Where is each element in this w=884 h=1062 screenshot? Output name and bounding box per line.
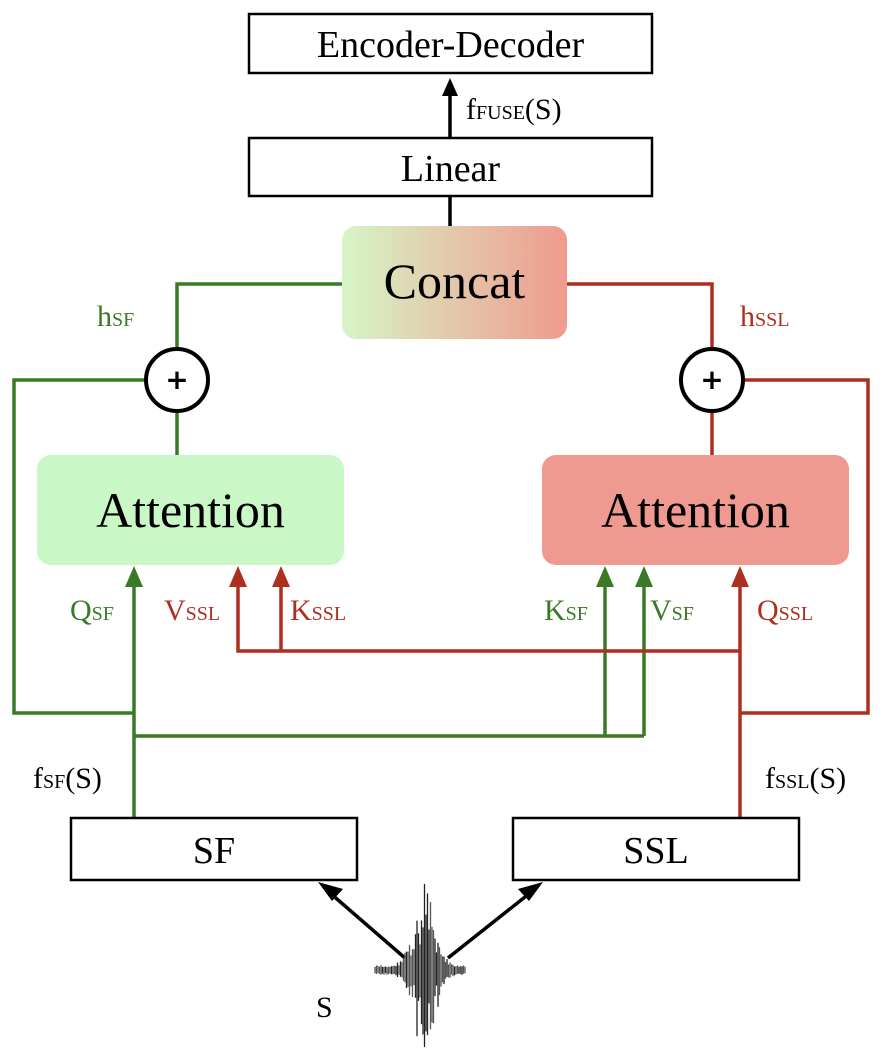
f-sf-tail: (S) xyxy=(65,762,102,795)
concat-label: Concat xyxy=(384,253,526,309)
h-sf-base: h xyxy=(97,300,112,333)
k-sf-arrowhead xyxy=(596,566,614,587)
attention-sf-block: Attention xyxy=(37,455,344,565)
k-ssl-label: KSSL xyxy=(290,594,346,627)
sf-label: SF xyxy=(193,830,235,872)
h-sf-sub: SF xyxy=(112,309,134,331)
f-fuse-tail: (S) xyxy=(525,93,562,126)
f-sf-base: f xyxy=(33,762,43,795)
sf-residual-line xyxy=(12,378,146,715)
v-ssl-arrowhead xyxy=(229,566,247,587)
f-ssl-base: f xyxy=(765,762,775,795)
connectors xyxy=(12,90,870,960)
k-ssl-sub: SSL xyxy=(312,603,346,625)
v-ssl-sub: SSL xyxy=(186,603,220,625)
k-sf-sub: SF xyxy=(566,603,588,625)
f-ssl-label: fSSL(S) xyxy=(765,762,846,795)
q-sf-base: Q xyxy=(70,594,92,627)
h-sf-label: hSF xyxy=(97,300,134,333)
linear-label: Linear xyxy=(401,148,501,190)
ssl-residual-line xyxy=(740,378,870,715)
ssl-label: SSL xyxy=(623,830,688,872)
q-ssl-label: QSSL xyxy=(757,594,813,627)
k-ssl-base: K xyxy=(290,594,312,627)
encoder-decoder-label: Encoder-Decoder xyxy=(317,24,585,66)
v-ssl-label: VSSL xyxy=(164,594,220,627)
add-ssl-node: + xyxy=(679,347,745,413)
q-ssl-sub: SSL xyxy=(779,603,813,625)
attention-ssl-label: Attention xyxy=(601,482,790,538)
h-ssl-base: h xyxy=(740,300,755,333)
f-ssl-tail: (S) xyxy=(809,762,846,795)
wave-to-ssl-arrow xyxy=(446,891,532,960)
ssl-to-left-bus xyxy=(236,580,740,653)
sf-block: SF xyxy=(69,816,359,882)
f-fuse-sub: FUSE xyxy=(476,102,525,124)
concat-block: Concat xyxy=(342,226,567,339)
f-ssl-sub: SSL xyxy=(775,771,809,793)
h-ssl-label: hSSL xyxy=(740,300,789,333)
fuse-arrowhead xyxy=(442,78,458,96)
k-ssl-arrowhead xyxy=(272,566,290,587)
f-sf-label: fSF(S) xyxy=(33,762,102,795)
k-sf-label: KSF xyxy=(544,594,588,627)
q-sf-sub: SF xyxy=(92,603,114,625)
concat-to-add-sf-line xyxy=(175,282,342,350)
v-ssl-base: V xyxy=(164,594,186,627)
add-sf-node: + xyxy=(144,347,210,413)
linear-block: Linear xyxy=(247,136,654,198)
q-sf-arrowhead xyxy=(125,566,143,587)
speech-waveform-icon xyxy=(374,883,466,1048)
q-ssl-arrowhead xyxy=(731,566,749,587)
add-sf-symbol: + xyxy=(165,363,188,396)
ssl-input-arrowhead xyxy=(518,882,543,901)
sf-input-arrowhead xyxy=(318,882,343,901)
arrowheads xyxy=(125,78,749,901)
f-fuse-base: f xyxy=(466,93,476,126)
encoder-decoder-block: Encoder-Decoder xyxy=(247,12,654,75)
attention-ssl-block: Attention xyxy=(542,455,849,565)
attention-sf-label: Attention xyxy=(96,482,285,538)
q-sf-label: QSF xyxy=(70,594,114,627)
speech-input-label: S xyxy=(316,991,333,1024)
v-sf-arrowhead xyxy=(635,566,653,587)
v-sf-sub: SF xyxy=(672,603,694,625)
wave-to-sf-arrow xyxy=(328,891,407,960)
add-ssl-symbol: + xyxy=(700,363,723,396)
h-ssl-sub: SSL xyxy=(755,309,789,331)
concat-to-add-ssl-line xyxy=(567,282,714,350)
k-sf-base: K xyxy=(544,594,566,627)
q-ssl-base: Q xyxy=(757,594,779,627)
v-sf-label: VSF xyxy=(650,594,694,627)
f-fuse-label: fFUSE(S) xyxy=(466,93,562,126)
v-sf-base: V xyxy=(650,594,672,627)
f-sf-sub: SF xyxy=(43,771,65,793)
ssl-block: SSL xyxy=(511,816,801,882)
